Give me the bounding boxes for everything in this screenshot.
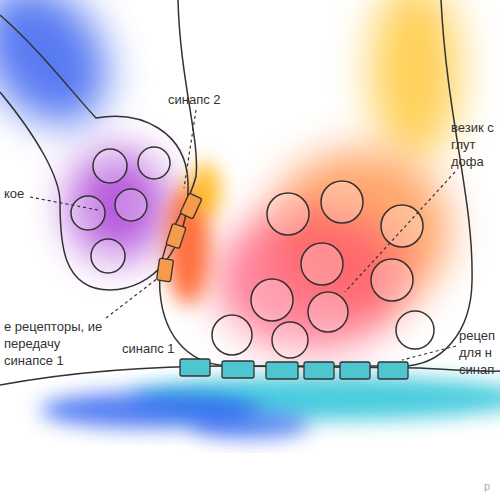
synapse2-receptors xyxy=(157,193,202,282)
vesicle xyxy=(371,259,413,301)
vesicle xyxy=(93,149,127,183)
part-label: синапс 2 xyxy=(168,91,248,108)
vesicle xyxy=(381,205,423,247)
vesicle xyxy=(115,189,147,221)
part-label: рецеп для н синап xyxy=(459,327,497,378)
leader-line xyxy=(184,110,196,188)
vesicle xyxy=(251,279,293,321)
vesicle xyxy=(267,193,309,235)
receptor xyxy=(166,223,186,248)
receptor xyxy=(266,362,298,379)
color-glow xyxy=(0,0,500,439)
vesicle xyxy=(301,243,343,285)
leader-line xyxy=(30,197,98,210)
vesicles xyxy=(71,147,434,358)
vesicle xyxy=(138,147,170,179)
part-label: е рецепторы, ие передачу синапсе 1 xyxy=(4,318,104,369)
leader-line xyxy=(345,172,455,292)
leader-line xyxy=(106,278,158,318)
blue-band xyxy=(190,411,310,439)
vesicle xyxy=(396,311,434,349)
receptor xyxy=(180,193,202,219)
receptor xyxy=(340,362,370,379)
receptor xyxy=(222,361,254,378)
receptor xyxy=(180,359,210,376)
vesicle xyxy=(308,292,348,332)
yellow-glow xyxy=(370,0,460,160)
vesicle xyxy=(272,322,308,358)
presynaptic-terminal xyxy=(160,0,472,366)
receptor xyxy=(304,362,334,379)
vesicle xyxy=(321,181,363,223)
leader-line xyxy=(402,346,456,360)
part-label: кое xyxy=(4,185,44,202)
receptor xyxy=(157,258,174,282)
vesicle xyxy=(91,239,125,273)
synapse1-receptors xyxy=(180,359,408,379)
vesicle xyxy=(71,196,105,230)
receptor xyxy=(378,362,408,379)
axon-terminal xyxy=(0,15,188,290)
part-label: синапс 1 xyxy=(122,340,192,357)
vesicle xyxy=(212,315,252,355)
watermark: р xyxy=(484,478,496,495)
part-label: везик с глут дофа xyxy=(451,119,496,170)
blue-glow xyxy=(0,0,133,148)
